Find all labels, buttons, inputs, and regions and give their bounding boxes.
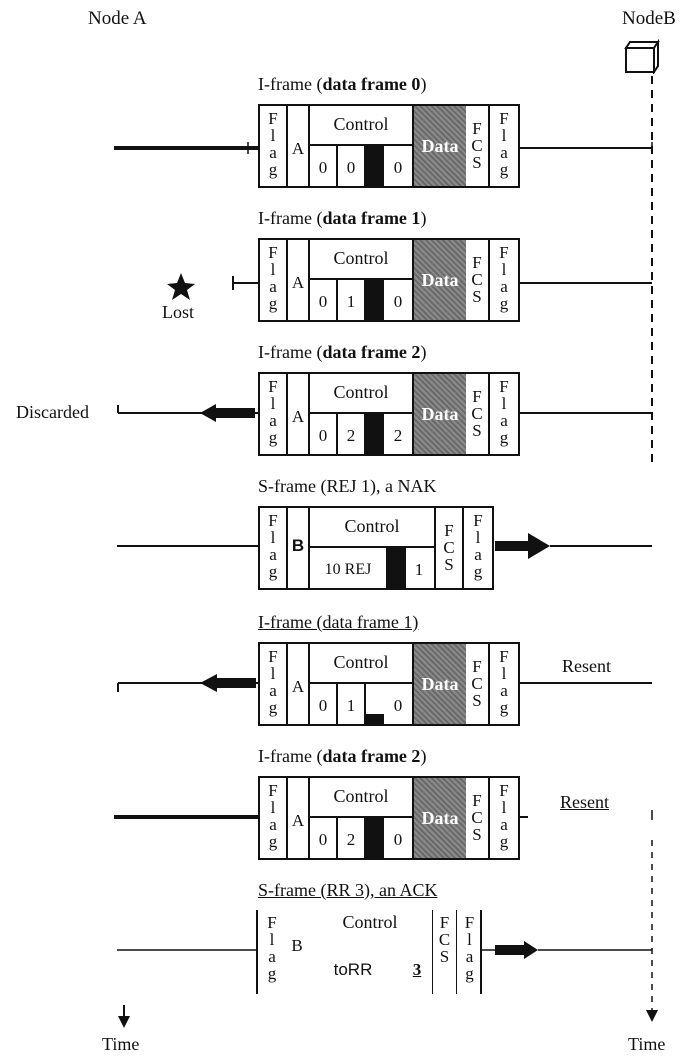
control-field: Control 10 REJ 1 [310,508,436,588]
data-field: Data [414,374,466,454]
lost-label: Lost [162,302,195,322]
address-field: A [288,240,310,320]
time-arrow-left-icon [118,1016,130,1028]
resend-1-caption: I-frame (data frame 1) [258,612,419,632]
lost-star-icon [167,273,195,300]
resent-label: Resent [562,656,611,676]
control-field: Control 0 2 2 [310,374,414,454]
address-field: A [288,106,310,186]
control-field: Control 0 2 0 [310,778,414,858]
time-label-left: Time [102,1034,140,1054]
s-frame-rej-caption: S-frame (REJ 1), a NAK [258,476,437,496]
data-field: Data [414,106,466,186]
computer-icon [624,38,660,74]
control-field: Control 0 1 0 [310,644,414,724]
node-b-label: NodeB [622,8,676,29]
data-field: Data [414,240,466,320]
time-label-right: Time [628,1034,666,1054]
address-field: B [291,936,303,955]
frame-1-caption: I-frame (data frame 1) [258,208,427,228]
address-field: A [288,374,310,454]
address-field: A [288,778,310,858]
s-frame-rr-caption: S-frame (RR 3), an ACK [258,880,438,900]
address-field: A [288,644,310,724]
data-field: Data [414,644,466,724]
control-field: Control 0 1 0 [310,240,414,320]
control-field: Control 0 0 0 [310,106,414,186]
frame-2-caption: I-frame (data frame 2) [258,342,427,362]
control-field: Control toRR 3 [333,912,422,979]
resend-2-caption: I-frame (data frame 2) [258,746,427,766]
discarded-label: Discarded [16,402,89,422]
data-field: Data [414,778,466,858]
resent-label: Resent [560,792,609,812]
address-field: B [288,508,310,588]
frame-0-caption: I-frame (data frame 0) [258,74,427,94]
node-a-label: Node A [88,8,147,29]
time-arrow-right-icon [646,1010,658,1022]
